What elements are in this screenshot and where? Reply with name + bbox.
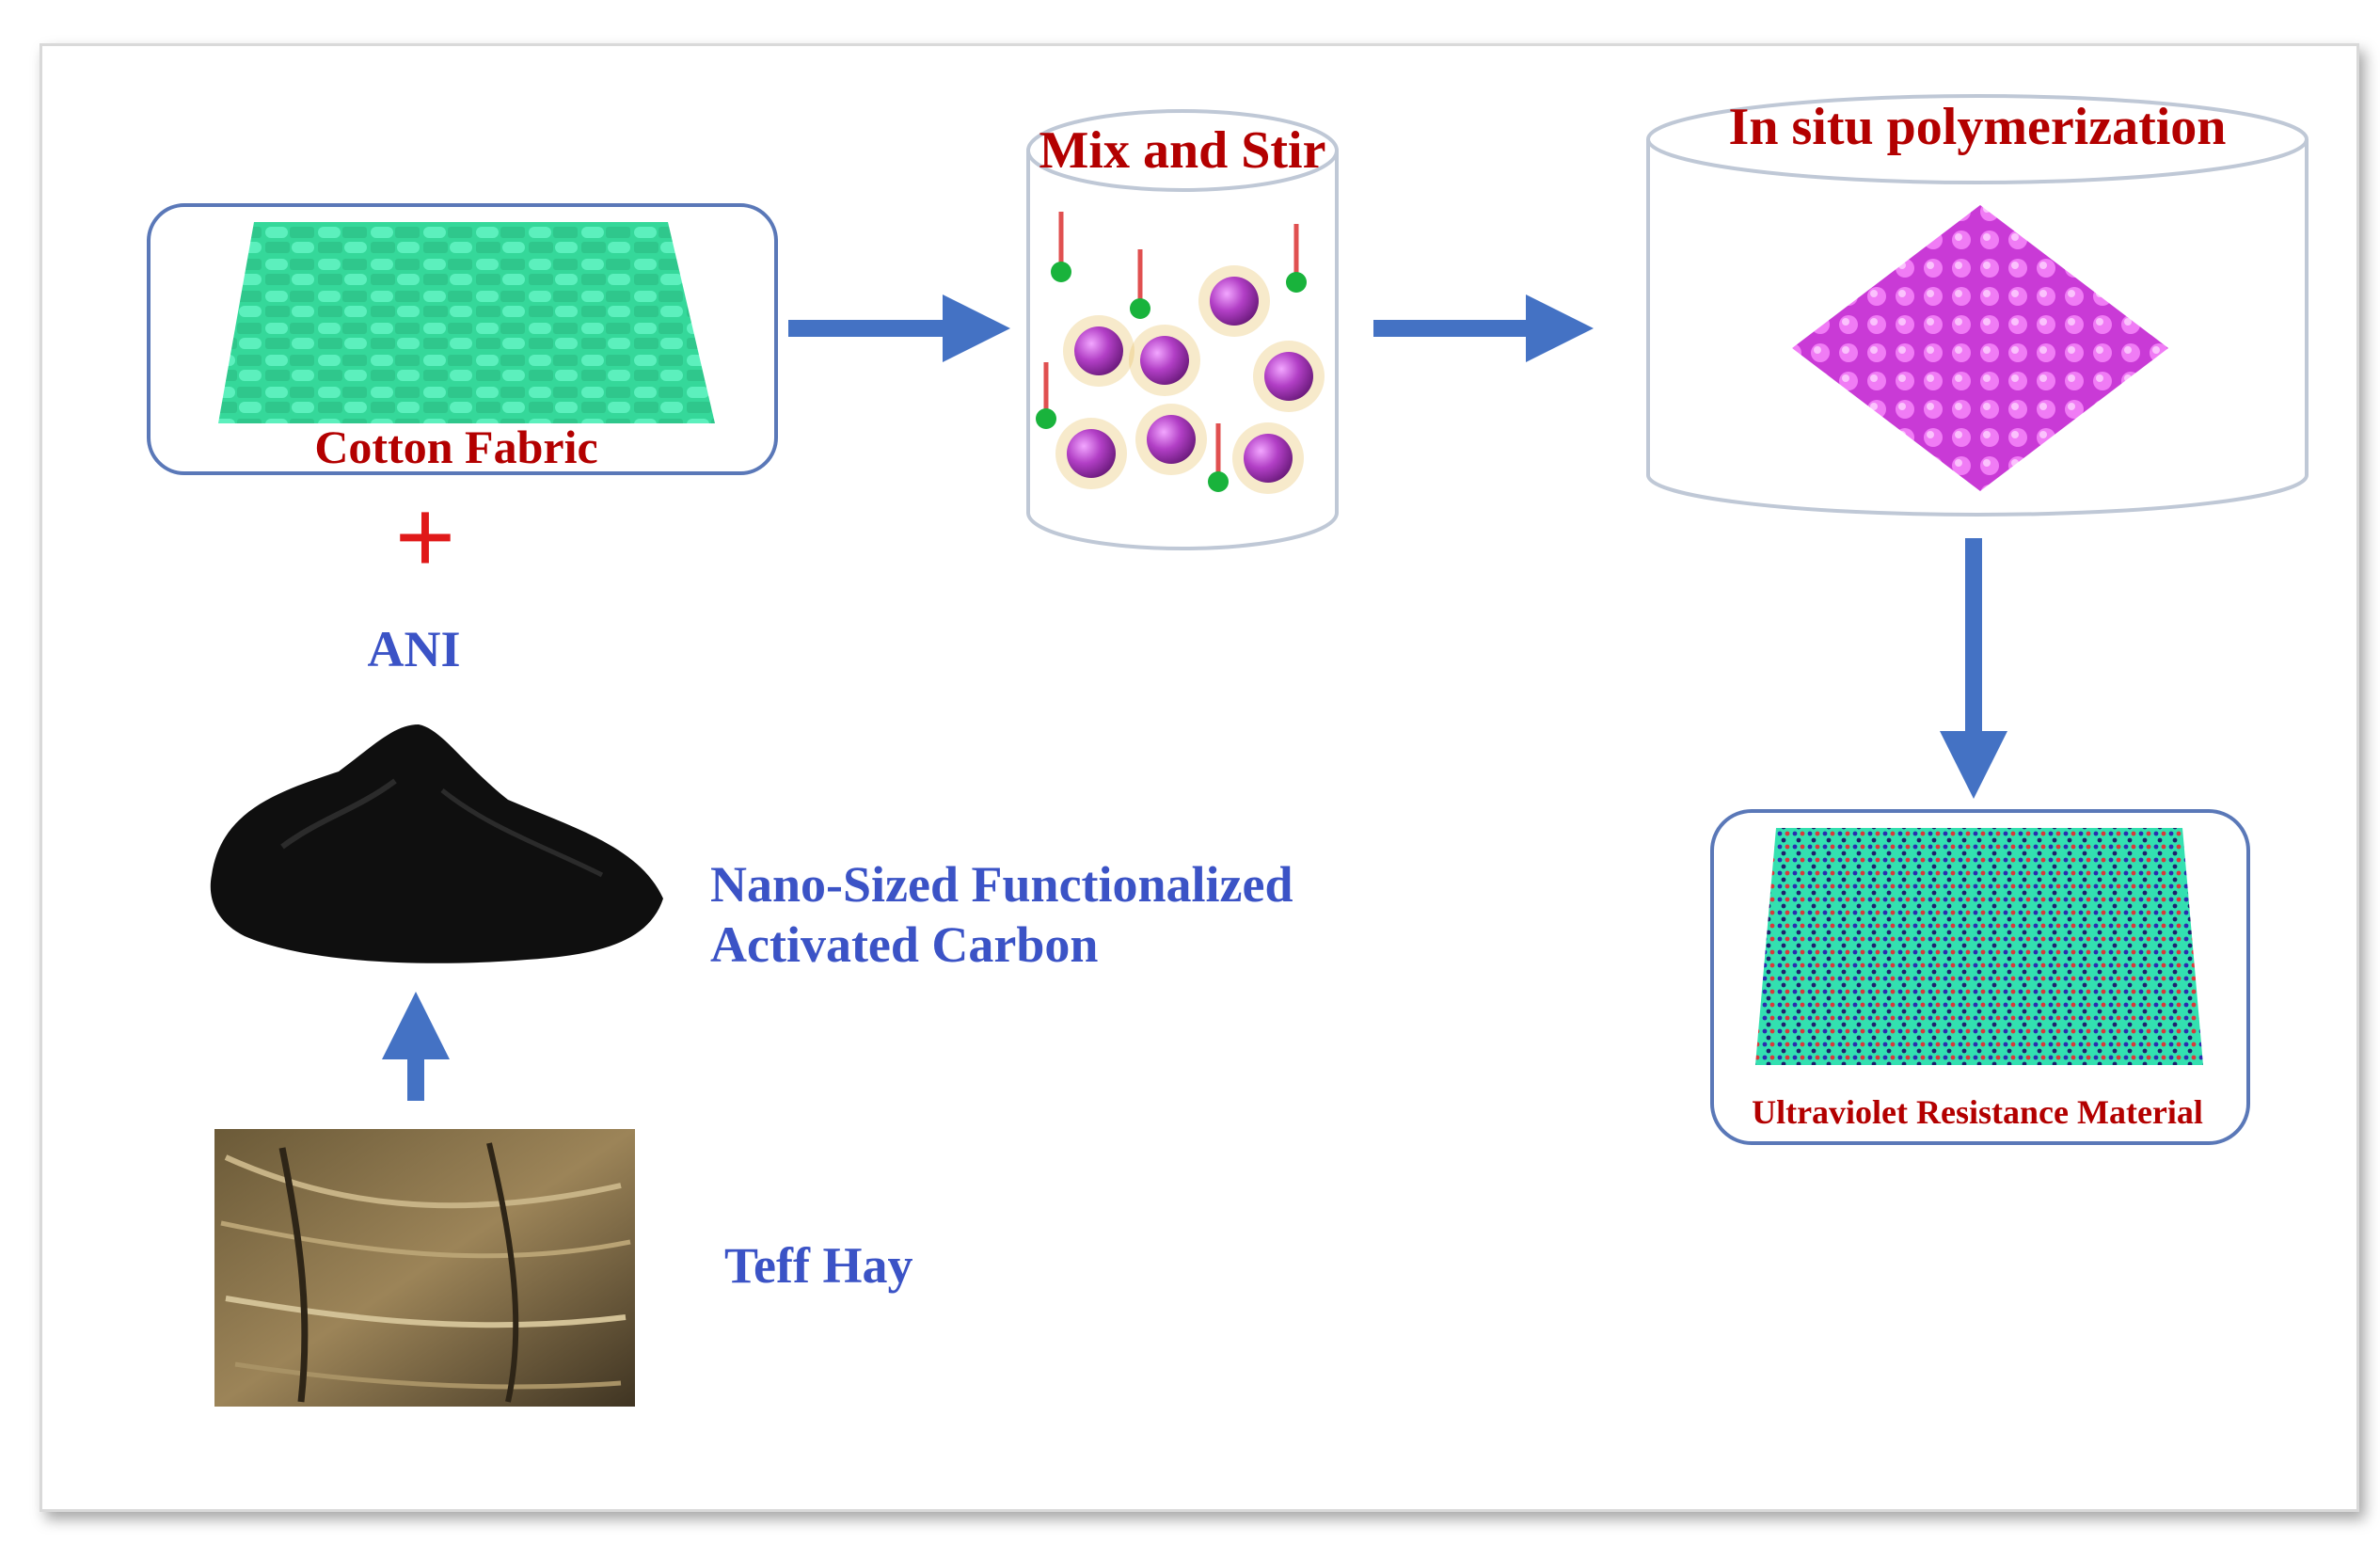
mix-and-stir-label: Mix and Stir [1039, 121, 1326, 180]
activated-carbon-pile [210, 724, 664, 963]
polymerized-fabric [1792, 205, 2168, 491]
polymerization-label: In situ polymerization [1729, 98, 2227, 156]
plus-sign: + [395, 479, 455, 595]
cotton-fabric-label: Cotton Fabric [314, 421, 597, 473]
aniline-molecules [1036, 212, 1307, 492]
ani-label: ANI [367, 621, 460, 677]
carbon-label-line1: Nano-Sized Functionalized [710, 856, 1293, 913]
uv-material-label: Ultraviolet Resistance Material [1752, 1093, 2203, 1131]
teff-hay-image [214, 1129, 635, 1407]
teff-hay-label: Teff Hay [724, 1237, 913, 1294]
uv-material-image [1755, 828, 2203, 1065]
carbon-label-line2: Activated Carbon [710, 916, 1098, 973]
cotton-fabric-image [218, 222, 715, 423]
particles [1055, 265, 1325, 494]
